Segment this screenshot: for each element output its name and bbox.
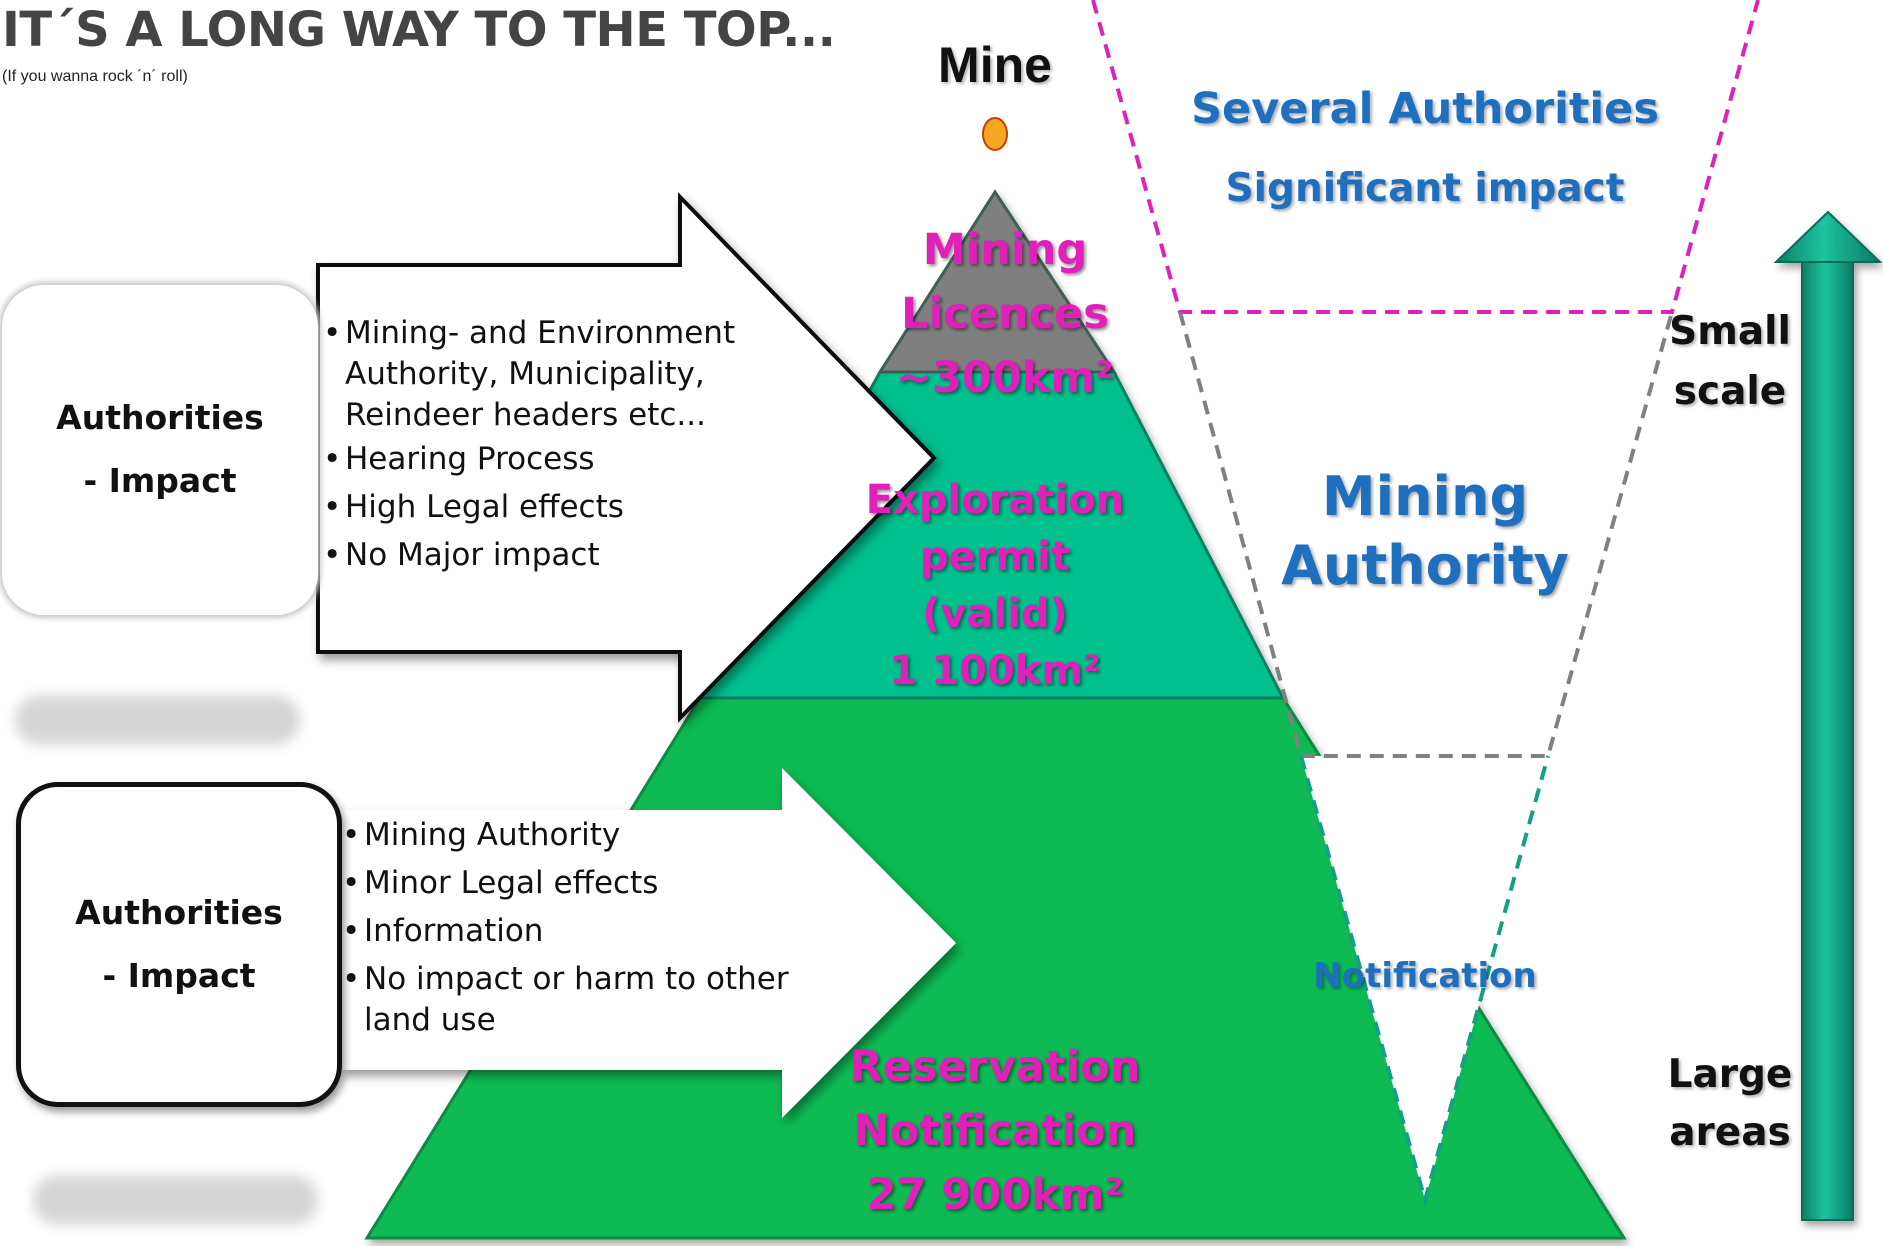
pyramid-bottom-line-2: Notification xyxy=(853,1106,1137,1156)
pyramid-middle-line-1: Exploration xyxy=(865,477,1125,523)
card-reflection-bottom xyxy=(33,1175,318,1225)
mine-summit-dot xyxy=(982,117,1008,151)
bullet-item: High Legal effects xyxy=(322,487,792,528)
impact-bullets-bottom: Mining Authority Minor Legal effects Inf… xyxy=(341,815,821,1048)
pyramid-top-line-3: ~300km² xyxy=(895,353,1115,403)
funnel-outline xyxy=(1091,0,1760,1208)
bullet-item: Information xyxy=(341,911,821,952)
bullet-item: No Major impact xyxy=(322,535,792,576)
funnel-middle-line-1: Mining xyxy=(1321,465,1529,528)
impact-card-top-line-1: Authorities xyxy=(56,398,264,438)
page-title: IT´S A LONG WAY TO THE TOP... xyxy=(2,2,836,58)
pyramid-bottom-line-3: 27 900km² xyxy=(866,1170,1124,1220)
impact-card-bottom: Authorities - Impact xyxy=(16,782,342,1107)
impact-card-bottom-line-1: Authorities xyxy=(75,892,283,932)
scale-top-label: Small scale xyxy=(1655,302,1805,422)
scale-bottom-line-1: Large xyxy=(1667,1052,1793,1097)
pyramid-middle-line-4: 1 100km² xyxy=(889,648,1101,694)
pyramid-bottom-line-1: Reservation xyxy=(849,1042,1141,1092)
scale-top-line-2: scale xyxy=(1673,369,1787,414)
scale-arrow-shaft xyxy=(1801,257,1854,1221)
pyramid-top-line-1: Mining xyxy=(922,225,1088,275)
pyramid-top-line-2: Licences xyxy=(901,289,1109,339)
funnel-pink-outline xyxy=(1091,0,1760,314)
scale-bottom-label: Large areas xyxy=(1655,1046,1805,1162)
scale-bottom-line-2: areas xyxy=(1669,1110,1791,1155)
funnel-gray-outline xyxy=(1178,311,1674,758)
bullet-item: Mining Authority xyxy=(341,815,821,856)
mine-label: Mine xyxy=(938,37,1052,93)
pyramid-middle-tier-label: Exploration permit (valid) 1 100km² xyxy=(835,472,1155,700)
pyramid-top-tier-label: Mining Licences ~300km² xyxy=(845,218,1165,410)
scale-top-line-1: Small xyxy=(1669,309,1791,354)
pyramid-middle-line-3: (valid) xyxy=(922,591,1068,637)
bullet-item: No impact or harm to other land use xyxy=(341,959,821,1041)
scale-arrow xyxy=(1773,210,1883,1221)
funnel-green-outline xyxy=(1299,755,1550,1208)
pyramid-top-tier xyxy=(877,189,1117,374)
bullet-item: Hearing Process xyxy=(322,439,792,480)
funnel-middle-line-2: Authority xyxy=(1281,534,1569,597)
card-reflection-top xyxy=(15,695,300,745)
impact-bullets-top: Mining- and Environment Authority, Munic… xyxy=(322,313,792,583)
bullet-item: Mining- and Environment Authority, Munic… xyxy=(322,313,792,436)
bullet-item: Minor Legal effects xyxy=(341,863,821,904)
page-subtitle: (If you wanna rock ´n´ roll) xyxy=(2,68,188,85)
pyramid-middle-line-2: permit xyxy=(920,534,1070,580)
funnel-middle-label: Mining Authority xyxy=(1225,462,1625,600)
pyramid-bottom-tier-label: Reservation Notification 27 900km² xyxy=(835,1035,1155,1227)
funnel-top-subtitle: Significant impact xyxy=(1225,166,1625,211)
scale-arrow-head xyxy=(1773,210,1883,263)
funnel-top-title: Several Authorities xyxy=(1191,84,1659,134)
impact-card-top-line-2: - Impact xyxy=(83,461,237,500)
funnel-notification-label: Notification xyxy=(1313,956,1537,996)
funnel-notification-cutout xyxy=(1301,756,1548,1200)
impact-card-top: Authorities - Impact xyxy=(2,285,318,615)
impact-card-bottom-line-2: - Impact xyxy=(102,955,256,995)
